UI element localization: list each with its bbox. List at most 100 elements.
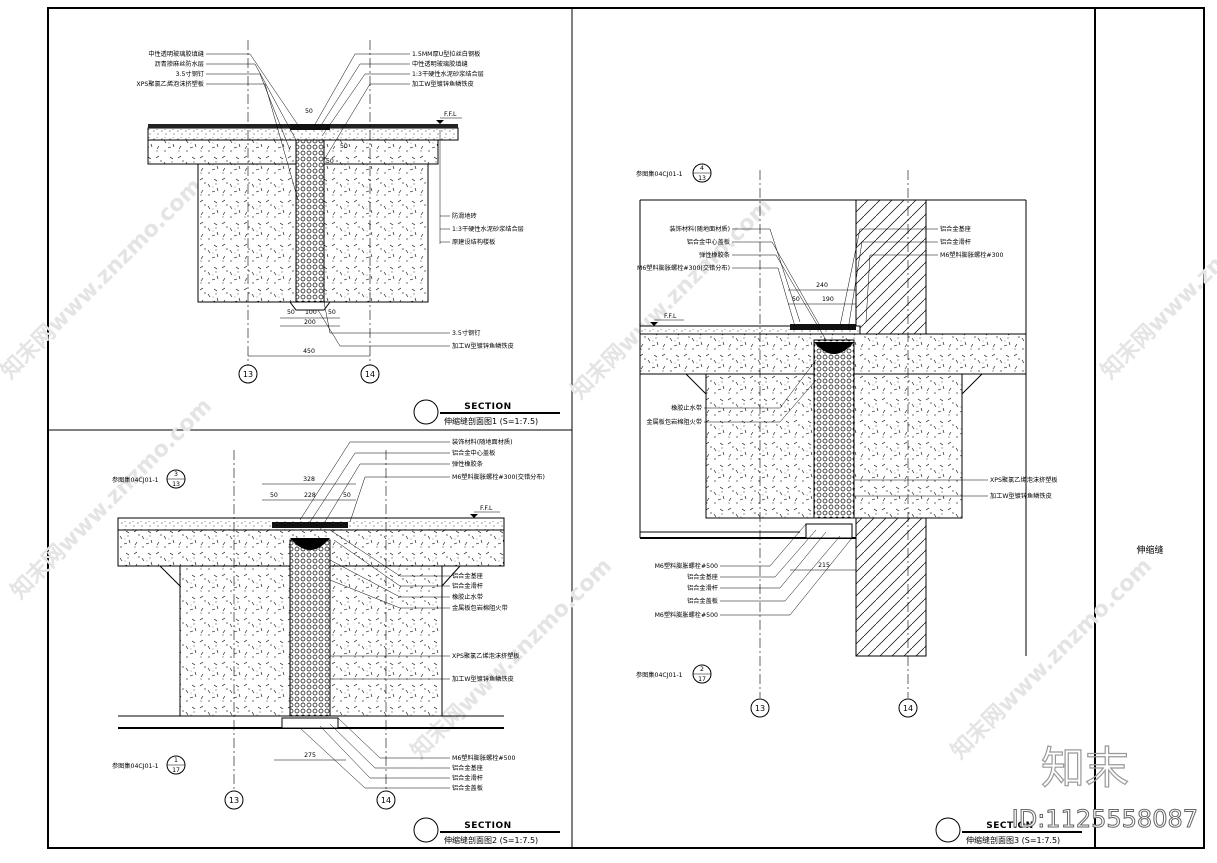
section-2: 13 14 328 50 228 50 275 F.F.L 参图集04CJ01-… [112, 438, 560, 845]
label: 金属板包岩棉阻火带 [452, 604, 508, 612]
dim-b3: 50 [328, 309, 336, 316]
section-3: 13 14 240 50 190 215 F.F.L 参图集04CJ01-1 4… [636, 163, 1082, 845]
dim-right: 190 [822, 296, 834, 303]
section2-title: 伸缩缝剖面图2 (S=1:7.5) [444, 835, 538, 845]
section2-bottom-labels: M6塑料膨胀螺栓#500 铝合金基座 铝合金滑杆 铝合金盖板 [299, 717, 515, 792]
brand-logo: 知末 [1041, 743, 1129, 794]
label: 加工W型镀锌鱼鳞铁皮 [990, 492, 1052, 500]
ref-top-den: 13 [172, 481, 180, 488]
label: M6塑料膨胀螺栓#300(交错分布) [452, 473, 545, 481]
label: 铝合金中心盖板 [452, 449, 495, 457]
label: 弹性橡胶条 [452, 460, 483, 468]
label: 铝合金滑杆 [687, 584, 718, 592]
ref-top: 参图集04CJ01-1 [112, 476, 159, 484]
dim-b2: 100 [305, 309, 317, 316]
section1-title: 伸缩缝剖面图1 (S=1:7.5) [444, 416, 538, 426]
ref-bottom: 参图集04CJ01-1 [636, 671, 683, 679]
label: 装饰材料(随地面材质) [452, 438, 513, 446]
dim-b-total: 200 [304, 319, 316, 326]
ref-top-den: 13 [698, 175, 706, 182]
ref-bottom-num: 1 [174, 757, 178, 764]
axis-14: 14 [381, 796, 391, 805]
id-text: ID:1125558087 [1012, 805, 1198, 833]
watermark-5: 知末网www.znzmo.com [946, 553, 1157, 764]
dim-bottom: 215 [818, 562, 830, 569]
section2-top-labels: 装饰材料(随地面材质) 铝合金中心盖板 弹性橡胶条 M6塑料膨胀螺栓#300(交… [299, 438, 545, 531]
axis-14: 14 [903, 704, 913, 713]
label: 铝合金滑杆 [940, 238, 971, 246]
label: 铝合金盖板 [687, 597, 718, 605]
axis-13: 13 [755, 704, 765, 713]
section1-left-labels: 中性透明玻璃胶填缝 沥青掺麻丝防水层 3.5寸钢钉 XPS聚氯乙烯泡沫挤塑板 [136, 50, 301, 201]
section1-side-labels: 防滑地砖 1:3干硬性水泥砂浆结合层 原建设结构楼板 [439, 130, 524, 246]
label: XPS聚氯乙烯泡沫挤塑板 [136, 80, 204, 88]
label: XPS聚氯乙烯泡沫挤塑板 [452, 652, 520, 660]
axis-13: 13 [243, 370, 253, 379]
side-label: 伸缩缝 [1136, 544, 1163, 556]
label: 中性透明玻璃胶填缝 [148, 50, 204, 58]
ref-bottom-den: 17 [698, 676, 706, 683]
label: 3.5寸钢钉 [176, 70, 204, 78]
section1-right-labels: 1.5MM厚U型拉丝白钢板 中性透明玻璃胶填缝 1:3干硬性水泥砂浆结合层 加工… [313, 50, 484, 161]
label: 金属板包岩棉阻火带 [646, 418, 702, 426]
label: 铝合金滑杆 [452, 774, 483, 782]
section2-xps-labels: XPS聚氯乙烯泡沫挤塑板 加工W型镀锌鱼鳞铁皮 [330, 652, 520, 683]
label: 防滑地砖 [452, 212, 477, 220]
label: 铝合金基座 [940, 225, 971, 233]
label: 沥青掺麻丝防水层 [155, 60, 205, 68]
section2-mid-labels: 铝合金基座 铝合金滑杆 橡胶止水带 金属板包岩棉阻火带 [329, 529, 508, 612]
dim-overall: 328 [303, 476, 315, 483]
watermark-6: 知末网www.znzmo.com [1096, 173, 1217, 384]
section3-xps-labels: XPS聚氯乙烯泡沫挤塑板 加工W型镀锌鱼鳞铁皮 [854, 476, 1058, 500]
label: 加工W型镀锌鱼鳞铁皮 [452, 675, 514, 683]
dim-top: 50 [305, 108, 313, 115]
label: 3.5寸钢钉 [452, 329, 480, 337]
label: 1:3干硬性水泥砂浆结合层 [412, 70, 484, 78]
ref-bottom-den: 17 [172, 767, 180, 774]
ref-bottom-num: 2 [700, 666, 704, 673]
label: M6塑料膨胀螺栓#500 [452, 754, 515, 762]
section1-bottom-labels: 3.5寸钢钉 加工W型镀锌鱼鳞铁皮 [317, 301, 514, 350]
dim-overall: 450 [303, 348, 315, 355]
label: 1.5MM厚U型拉丝白钢板 [412, 50, 480, 58]
axis-13: 13 [229, 796, 239, 805]
section3-right-labels: 铝合金基座 铝合金滑杆 M6塑料膨胀螺栓#300 [839, 225, 1003, 331]
label: 1:3干硬性水泥砂浆结合层 [452, 225, 524, 233]
section-1: 13 14 450 50 100 50 200 50 50 50 F.F.L 中… [136, 40, 560, 426]
outer-frame [47, 7, 1205, 849]
label: 铝合金基座 [452, 572, 483, 580]
section3-tag: SECTION [986, 821, 1033, 831]
dim-side1: 50 [340, 143, 348, 150]
ref-top-num: 3 [174, 471, 178, 478]
dim-bottom: 275 [304, 752, 316, 759]
section3-mid-labels: 橡胶止水带 金属板包岩棉阻火带 [646, 359, 817, 426]
label: M6塑料膨胀螺栓#500 [655, 611, 718, 619]
section3-bottom-labels: M6塑料膨胀螺栓#500 铝合金基座 铝合金滑杆 铝合金盖板 M6塑料膨胀螺栓#… [655, 523, 853, 619]
label: 加工W型镀锌鱼鳞铁皮 [452, 342, 514, 350]
label: 原建设结构楼板 [452, 238, 495, 246]
label: M6塑料膨胀螺栓#500 [655, 562, 718, 570]
ffl-label: F.F.L [480, 505, 493, 512]
dim-mid: 228 [304, 492, 316, 499]
label: 铝合金基座 [687, 573, 718, 581]
dim-right: 50 [343, 492, 351, 499]
label: 弹性橡胶条 [699, 251, 730, 259]
label: 铝合金中心盖板 [687, 238, 730, 246]
section1-tag: SECTION [464, 402, 511, 412]
label: 橡胶止水带 [671, 404, 702, 412]
ffl-label: F.F.L [664, 313, 677, 320]
axis-14: 14 [365, 370, 375, 379]
dim-overall: 240 [816, 282, 828, 289]
label: 铝合金基座 [452, 764, 483, 772]
ref-top: 参图集04CJ01-1 [636, 170, 683, 178]
label: M6塑料膨胀螺栓#300(交错分布) [637, 264, 730, 272]
label: 中性透明玻璃胶填缝 [412, 60, 468, 68]
watermark-1: 知末网www.znzmo.com [0, 173, 207, 384]
section2-tag: SECTION [464, 821, 511, 831]
label: 铝合金滑杆 [452, 582, 483, 590]
ffl-label: F.F.L [444, 111, 457, 118]
ref-bottom: 参图集04CJ01-1 [112, 762, 159, 770]
label: 橡胶止水带 [452, 593, 483, 601]
